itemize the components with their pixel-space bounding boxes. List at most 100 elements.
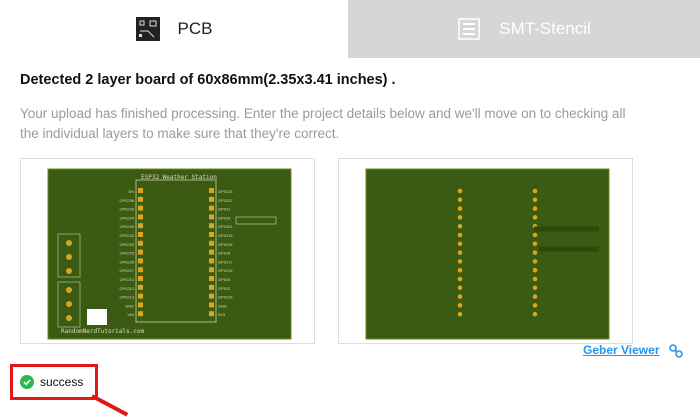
pcb-top-preview[interactable]: ESP32 Weather Station RandomNerdTutorial… [20,158,315,344]
via-pad [457,250,463,255]
pin-pad [138,311,143,317]
pin-label: GPIO5 [218,251,231,256]
via-pad [457,303,463,308]
via-pad [457,241,463,247]
upload-description: Your upload has finished processing. Ent… [20,106,626,141]
pin-pad [209,267,214,273]
board-detected-heading: Detected 2 layer board of 60x86mm(2.35x3… [20,72,396,88]
pin-pad [209,276,214,281]
pin-label: GPIO12 [120,286,135,291]
pin-label: GPIO21 [218,224,233,229]
pin-label: GPIO16 [218,268,233,273]
success-label: success [40,375,84,389]
via-pad [532,188,538,194]
via-pad [457,215,463,220]
pin-label: GPIO36 [120,198,135,203]
success-status: success [10,364,98,400]
via-pad [532,267,538,273]
pin-label: GPIO14 [120,277,135,282]
pin-label: 3V3 [218,312,226,317]
pin-pad [138,258,143,264]
pin-pad [209,188,214,193]
pin-pad [138,267,143,273]
pin-pad [138,214,143,220]
pin-label: GPIO4 [218,277,231,282]
pin-pad [138,205,143,211]
pin-label: GPIO33 [120,242,135,247]
via-pad [457,223,463,229]
pin-label: GPIO26 [120,259,135,264]
pin-pad [209,223,214,229]
pin-pad [138,249,143,255]
pin-label: GND [125,303,134,308]
pin-label: GPIO34 [120,215,135,220]
via-pad [532,294,538,299]
via-pad [457,197,463,203]
gerber-viewer-link[interactable]: Geber Viewer [583,343,660,357]
via-pad [457,267,463,273]
link-icon[interactable] [668,343,684,359]
via-pad [532,303,538,308]
via-pad [457,311,463,317]
pin-label: GND [218,303,227,308]
pin-pad [209,293,214,299]
pin-label: GPIO39 [120,207,135,212]
via-pad [532,232,538,238]
tab-label: PCB [177,19,213,38]
pin-pad [209,232,214,237]
pin-label: GPIO13 [120,295,135,300]
via-pad [532,241,538,247]
pin-label: VIN [127,312,134,317]
via-pad [457,259,463,264]
tab-pcb[interactable]: PCB [0,0,348,58]
board-title: ESP32 Weather Station [141,174,217,181]
pin-pad [209,302,214,308]
pin-pad [138,284,143,290]
pin-pad [209,205,214,211]
pin-label: GPIO23 [218,189,233,194]
pin-label: GPIO32 [120,233,135,238]
pin-pad [138,223,143,229]
via-pad [457,294,463,299]
board-credit: RandomNerdTutorials.com [61,328,144,335]
pcb-bottom-preview[interactable] [338,158,633,344]
tab-label: SMT-Stencil [499,19,591,38]
via-pad [532,259,538,264]
pcb-icon [135,17,160,41]
pcb-top-image: ESP32 Weather Station RandomNerdTutorial… [47,168,292,340]
pin-label: GPIO3 [218,215,231,220]
pin-label: GPIO25 [120,251,135,256]
pcb-bottom-image [365,168,610,340]
pin-pad [209,196,214,202]
pin-label: GPIO18 [218,242,233,247]
pin-pad [209,258,214,264]
annotation-arrow [91,394,129,417]
pin-pad [209,311,214,317]
via-pad [532,276,538,282]
via-pad [457,276,463,282]
via-pad [532,311,538,317]
stencil-icon [458,18,480,40]
via-pad [532,250,538,255]
pin-pad [138,232,143,237]
via-pad [457,232,463,238]
pin-label: EN [128,189,134,194]
via-pad [457,206,463,211]
pin-pad [138,276,143,281]
pin-pad [209,240,214,246]
via-pad [457,188,463,194]
via-pad [532,206,538,211]
check-circle-icon [20,375,34,389]
pin-pad [138,240,143,246]
pin-label: GPIO27 [120,268,135,273]
pin-pad [138,293,143,299]
pin-pad [138,188,143,193]
pin-label: GPIO1 [218,207,231,212]
pin-pad [209,249,214,255]
via-pad [457,285,463,291]
pin-label: GPIO17 [218,259,233,264]
pin-label: GPIO35 [120,224,135,229]
tab-smt-stencil[interactable]: SMT-Stencil [348,0,700,58]
pin-label: GPIO2 [218,286,231,291]
pin-label: GPIO22 [218,198,233,203]
